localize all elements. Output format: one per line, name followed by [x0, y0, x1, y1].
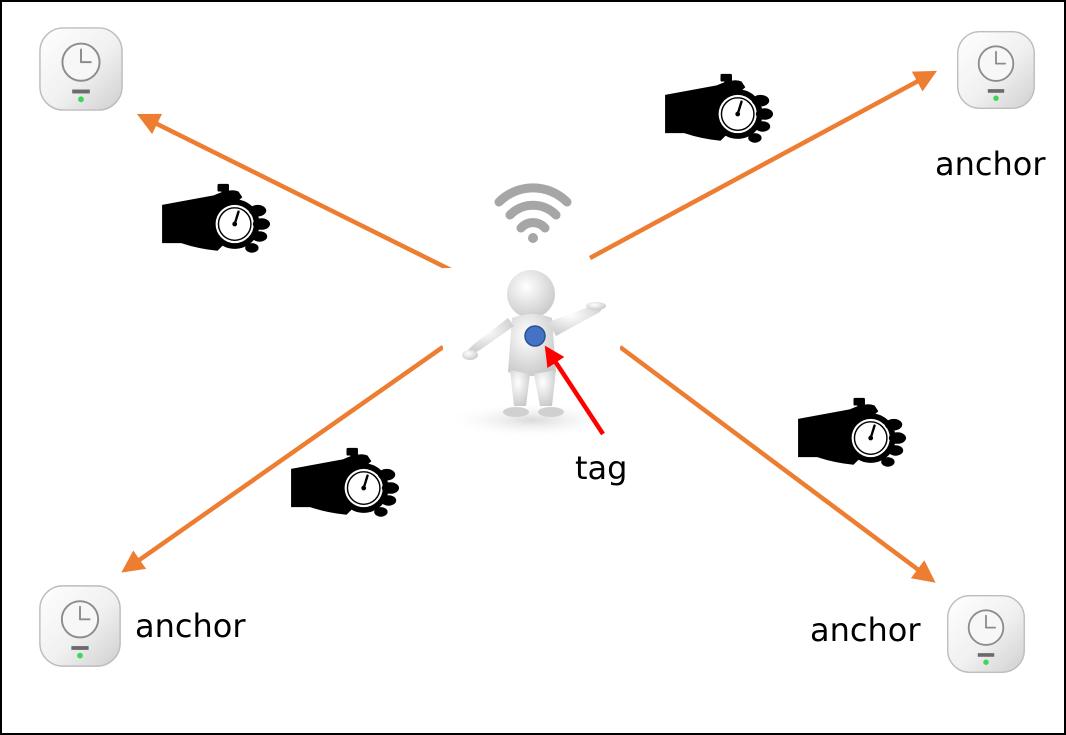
stopwatch-hand-icon-bottom-left	[289, 446, 401, 518]
anchor-label-top-right: anchor	[935, 145, 1046, 183]
arrow-to-anchor-bottom-right	[618, 345, 936, 583]
tag-pointer-arrow	[544, 345, 605, 436]
anchor-bottom-right-icon	[946, 594, 1026, 674]
wifi-signal-icon	[494, 183, 572, 243]
arrow-to-anchor-bottom-left	[121, 345, 445, 573]
anchor-top-left-icon	[38, 26, 124, 112]
anchor-top-right-icon	[956, 30, 1036, 110]
ranging-arrows	[121, 70, 937, 583]
anchor-bottom-left-icon	[38, 584, 122, 668]
anchor-label-bottom-right: anchor	[810, 611, 921, 649]
arrow-to-anchor-top-left	[136, 113, 467, 280]
anchor-label-bottom-left: anchor	[135, 607, 246, 645]
person-figure-icon	[443, 268, 620, 438]
tag-dot	[524, 325, 546, 347]
stopwatch-hand-icon-bottom-right	[796, 396, 908, 468]
arrow-to-anchor-top-right	[588, 70, 937, 260]
stopwatch-hand-icon-top-right	[663, 72, 775, 144]
stopwatch-hand-icon-top-left	[160, 182, 272, 254]
tag-label: tag	[575, 449, 628, 487]
